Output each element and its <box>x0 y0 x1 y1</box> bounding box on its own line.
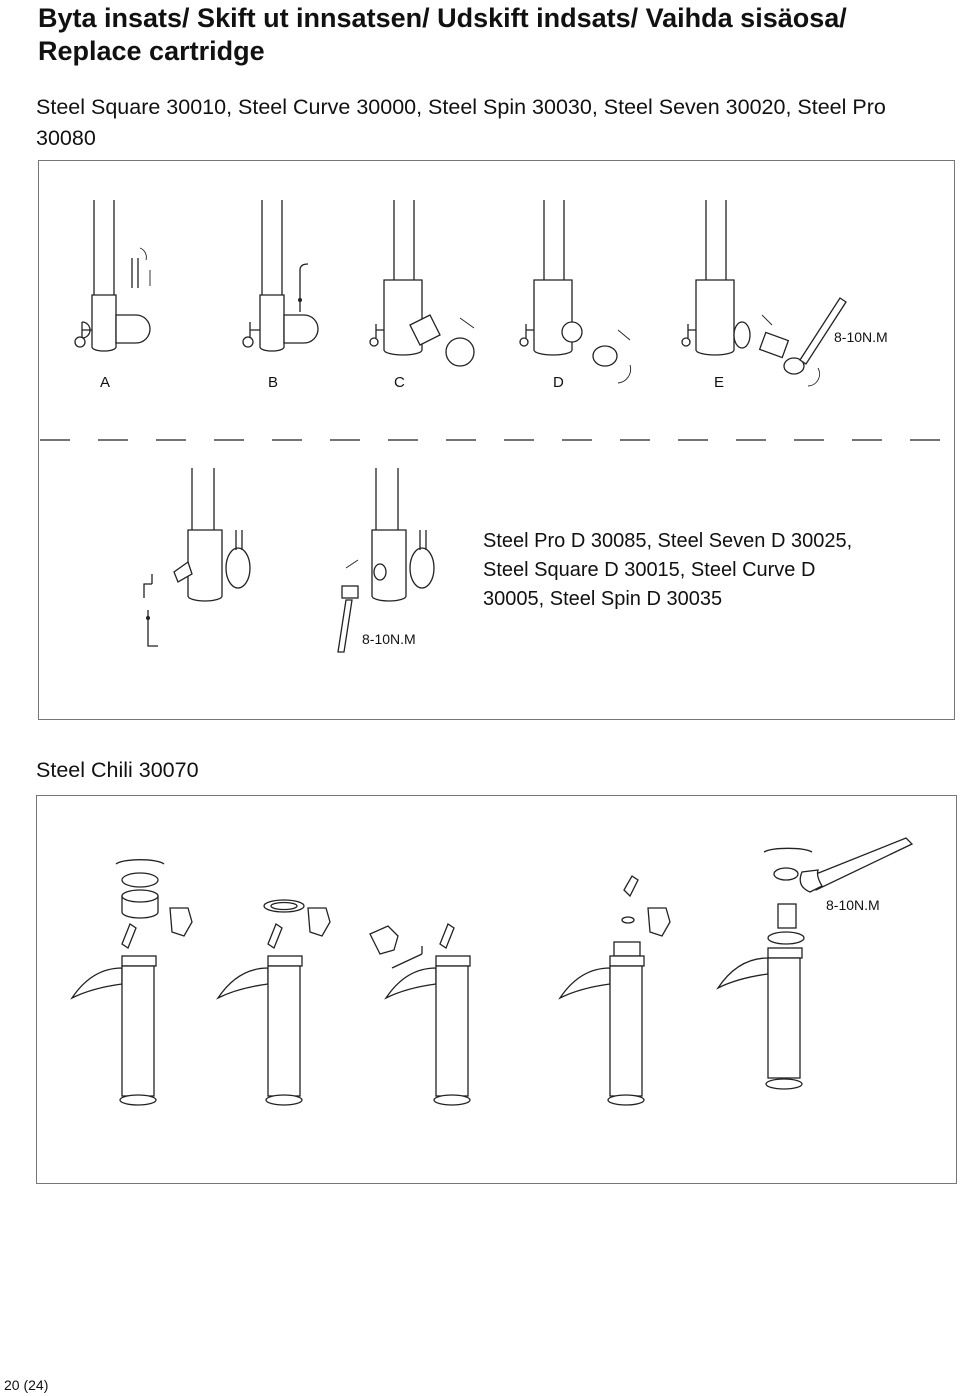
chili-section-title: Steel Chili 30070 <box>36 758 199 782</box>
chili-step-4-illustration <box>558 875 671 1106</box>
step-label-e: E <box>714 374 725 391</box>
step-a-illustration <box>74 200 151 352</box>
chili-step-3-illustration <box>369 923 471 1106</box>
step-e-illustration <box>681 200 847 387</box>
instruction-panel-standard <box>38 160 955 720</box>
chili-torque-label: 8-10N.M <box>826 897 880 913</box>
step-d-illustration <box>519 200 632 384</box>
step-c-illustration <box>369 200 475 367</box>
page-title: Byta insats/ Skift ut innsatsen/ Udskift… <box>38 3 847 66</box>
variant-torque-label: 8-10N.M <box>362 631 416 647</box>
step-label-a: A <box>100 374 111 391</box>
chili-step-1-illustration <box>70 859 193 1106</box>
torque-label: 8-10N.M <box>834 329 888 345</box>
chili-step-2-illustration <box>216 899 331 1106</box>
variant-step-1-illustration <box>143 468 251 647</box>
step-b-illustration <box>242 200 319 352</box>
page-number: 20 (24) <box>4 1377 49 1393</box>
variant-model-list: Steel Pro D 30085, Steel Seven D 30025, … <box>483 530 853 610</box>
section-divider <box>40 439 954 441</box>
chili-step-5-illustration <box>716 837 914 1090</box>
step-label-c: C <box>394 374 405 391</box>
instruction-panel-chili <box>36 795 957 1184</box>
step-label-b: B <box>268 374 279 391</box>
variant-step-2-illustration <box>337 468 435 653</box>
step-label-d: D <box>553 374 564 391</box>
model-list: Steel Square 30010, Steel Curve 30000, S… <box>36 95 886 150</box>
